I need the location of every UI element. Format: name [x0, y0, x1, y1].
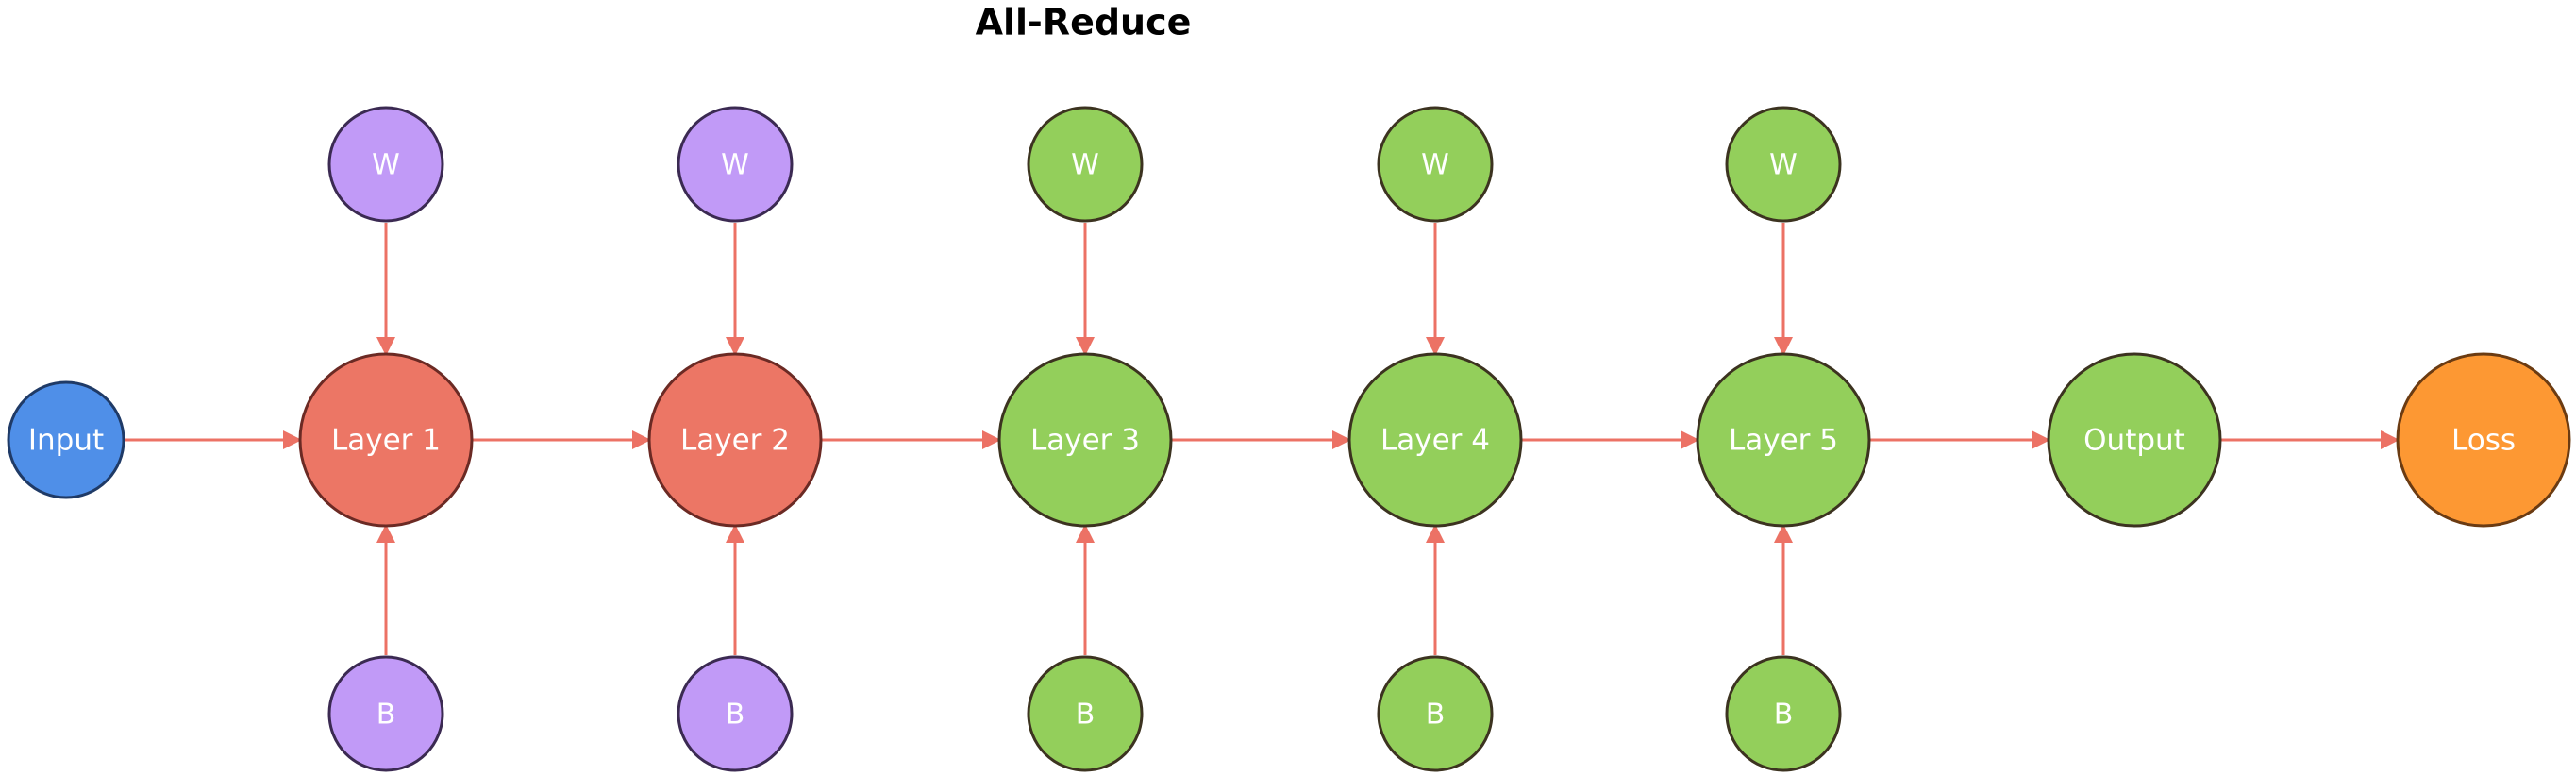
weight-node-layer2: W — [677, 106, 794, 223]
node-input-label: Input — [28, 424, 104, 458]
weight-node-layer4: W — [1377, 106, 1494, 223]
node-output-circle — [2047, 352, 2222, 528]
bias-node-layer4-label: B — [1426, 699, 1446, 732]
node-layer1-circle — [298, 352, 474, 528]
weight-node-layer4-circle — [1377, 106, 1494, 223]
node-layer1-label: Layer 1 — [331, 424, 441, 458]
node-layer1: Layer 1 — [298, 352, 474, 528]
weight-node-layer1-label: W — [372, 149, 400, 182]
weight-node-layer2-label: W — [721, 149, 749, 182]
weight-node-layer1-circle — [327, 106, 444, 223]
weight-node-layer1: W — [327, 106, 444, 223]
weight-node-layer4-label: W — [1421, 149, 1449, 182]
nodes-layer: Input Layer 1 Layer 2 Layer 3 Layer 4 Layer 5… — [7, 106, 2571, 772]
bias-node-layer5: B — [1725, 655, 1842, 772]
bias-node-layer4-circle — [1377, 655, 1494, 772]
node-layer2-label: Layer 2 — [680, 424, 790, 458]
bias-node-layer3: B — [1027, 655, 1144, 772]
node-layer5: Layer 5 — [1696, 352, 1871, 528]
bias-node-layer5-circle — [1725, 655, 1842, 772]
node-input: Input — [7, 380, 125, 499]
bias-node-layer3-label: B — [1076, 699, 1096, 732]
bias-node-layer1-label: B — [376, 699, 396, 732]
node-output: Output — [2047, 352, 2222, 528]
edges-layer — [124, 223, 2400, 655]
node-layer3-circle — [997, 352, 1173, 528]
bias-node-layer2-label: B — [726, 699, 745, 732]
weight-node-layer5-circle — [1725, 106, 1842, 223]
node-layer2-circle — [647, 352, 823, 528]
weight-node-layer5: W — [1725, 106, 1842, 223]
bias-node-layer5-label: B — [1774, 699, 1794, 732]
node-layer3: Layer 3 — [997, 352, 1173, 528]
node-output-label: Output — [2083, 424, 2185, 458]
node-loss: Loss — [2396, 352, 2571, 528]
node-layer2: Layer 2 — [647, 352, 823, 528]
node-layer4-circle — [1347, 352, 1523, 528]
weight-node-layer3-label: W — [1071, 149, 1099, 182]
node-layer4-label: Layer 4 — [1380, 424, 1490, 458]
bias-node-layer1-circle — [327, 655, 444, 772]
bias-node-layer3-circle — [1027, 655, 1144, 772]
bias-node-layer4: B — [1377, 655, 1494, 772]
node-loss-circle — [2396, 352, 2571, 528]
node-input-circle — [7, 380, 125, 499]
node-layer5-circle — [1696, 352, 1871, 528]
node-layer4: Layer 4 — [1347, 352, 1523, 528]
node-loss-label: Loss — [2451, 424, 2516, 458]
weight-node-layer5-label: W — [1769, 149, 1798, 182]
weight-node-layer2-circle — [677, 106, 794, 223]
weight-node-layer3-circle — [1027, 106, 1144, 223]
diagram-title: All-Reduce — [976, 2, 1192, 43]
bias-node-layer2: B — [677, 655, 794, 772]
node-layer5-label: Layer 5 — [1729, 424, 1838, 458]
bias-node-layer2-circle — [677, 655, 794, 772]
weight-node-layer3: W — [1027, 106, 1144, 223]
bias-node-layer1: B — [327, 655, 444, 772]
node-layer3-label: Layer 3 — [1030, 424, 1140, 458]
